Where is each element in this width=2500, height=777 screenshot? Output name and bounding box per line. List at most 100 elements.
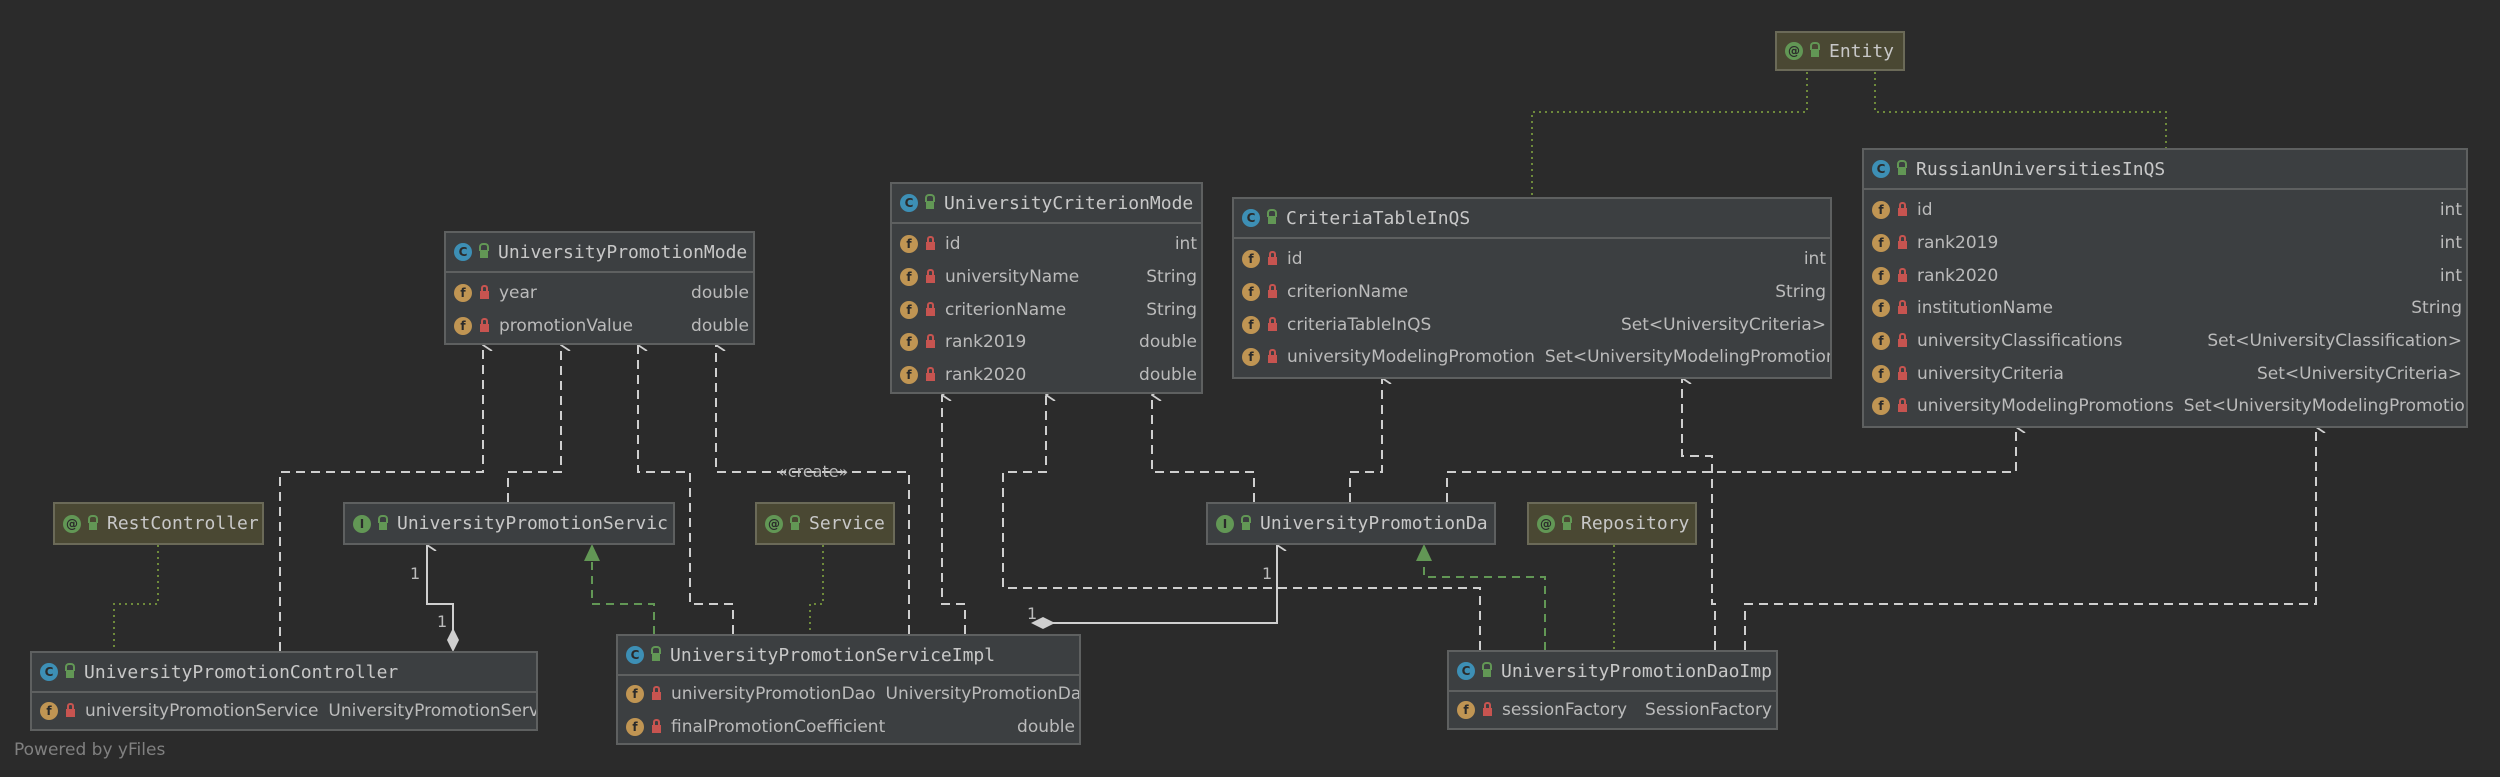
- node-rest-controller[interactable]: @ RestController: [53, 502, 264, 545]
- node-header: C UniversityCriterionMode: [892, 184, 1201, 224]
- private-icon: [652, 686, 661, 701]
- node-title: UniversityPromotionDaoImp: [1501, 660, 1772, 682]
- field-row: f id int: [1234, 243, 1830, 276]
- interface-icon: I: [353, 514, 371, 533]
- edge-dao-criterionmodel: [1151, 395, 1255, 502]
- field-name: universityCriteria: [1917, 363, 2064, 384]
- field-icon: f: [626, 718, 644, 737]
- field-type: double: [1017, 717, 1075, 738]
- node-header: @ Repository: [1529, 504, 1695, 543]
- field-type: int: [2439, 233, 2462, 254]
- field-icon: f: [900, 333, 918, 352]
- private-icon: [1898, 267, 1907, 282]
- private-icon: [926, 367, 935, 382]
- private-icon: [1898, 398, 1907, 413]
- edge-serviceimpl-dao-association: [1040, 545, 1277, 624]
- node-title: Service: [809, 513, 885, 534]
- public-icon: [1897, 160, 1907, 175]
- field-type: Set<UniversityCriteria>: [2257, 363, 2462, 384]
- realization-edges: [591, 556, 1546, 650]
- field-name: universityName: [945, 267, 1080, 288]
- public-icon: [378, 514, 388, 530]
- public-icon: [1810, 42, 1820, 57]
- node-repository[interactable]: @ Repository: [1527, 502, 1697, 545]
- node-header: C RussianUniversitiesInQS: [1864, 150, 2466, 190]
- edge-serviceimpl-criterionmodel: [941, 395, 966, 634]
- node-header: C CriteriaTableInQS: [1234, 199, 1830, 239]
- field-icon: f: [1872, 397, 1890, 416]
- field-name: rank2019: [945, 332, 1027, 353]
- node-university-promotion-service[interactable]: I UniversityPromotionServic: [343, 502, 675, 545]
- node-entity[interactable]: @ Entity: [1775, 31, 1905, 71]
- field-list: f universityPromotionDao UniversityPromoti…: [618, 676, 1081, 743]
- field-row: f rank2019 double: [892, 326, 1201, 359]
- field-icon: f: [1242, 250, 1260, 269]
- field-type: Set<UniversityModelingPromotion>: [1544, 347, 1832, 368]
- field-type: double: [691, 316, 749, 337]
- edge-servicei-promotionmodel-2: [507, 345, 561, 502]
- field-name: universityPromotionDao: [671, 684, 876, 705]
- private-icon: [1268, 349, 1277, 364]
- public-icon: [1562, 514, 1572, 530]
- field-name: id: [1287, 249, 1303, 270]
- field-type: int: [2439, 265, 2462, 286]
- node-title: UniversityPromotionMode: [498, 241, 748, 263]
- composition-diamond: [447, 628, 459, 652]
- field-icon: f: [1242, 283, 1260, 302]
- edge-controller-service-association: [426, 545, 454, 634]
- field-name: rank2020: [945, 365, 1027, 386]
- edge-daoimpl-implements-dao: [1423, 556, 1546, 650]
- field-type: int: [1803, 249, 1826, 270]
- field-icon: f: [900, 366, 918, 385]
- annotation-icon: @: [63, 514, 81, 533]
- private-icon: [1898, 300, 1907, 315]
- powered-by-label: Powered by yFiles: [14, 740, 166, 760]
- node-title: RestController: [107, 513, 259, 534]
- field-type: double: [1139, 332, 1197, 353]
- node-title: UniversityPromotionServiceImpl: [670, 644, 996, 666]
- dependency-edges: [279, 345, 2316, 651]
- edge-serviceimpl-implements-service: [591, 556, 655, 634]
- node-university-promotion-dao[interactable]: I UniversityPromotionDa: [1206, 502, 1496, 545]
- field-name: rank2019: [1917, 233, 1999, 254]
- node-service-annotation[interactable]: @ Service: [755, 502, 895, 545]
- field-type: UniversityPromotionDao: [885, 684, 1081, 705]
- field-name: sessionFactory: [1502, 700, 1628, 721]
- edge-dao-criteriatable: [1349, 378, 1382, 502]
- node-header: @ RestController: [55, 504, 262, 543]
- field-icon: f: [40, 702, 58, 721]
- edge-entity-russian: [1874, 66, 2167, 148]
- class-icon: C: [1242, 209, 1260, 227]
- field-icon: f: [454, 317, 472, 336]
- edge-service-serviceimpl: [809, 545, 824, 634]
- annotation-icon: @: [765, 514, 783, 533]
- annotation-edges: [113, 66, 2167, 651]
- field-icon: f: [900, 268, 918, 287]
- private-icon: [926, 301, 935, 316]
- field-name: universityClassifications: [1917, 331, 2123, 352]
- private-icon: [1898, 202, 1907, 217]
- interface-icon: I: [1216, 514, 1234, 533]
- association-edges: [426, 545, 1277, 634]
- private-icon: [1268, 316, 1277, 331]
- field-type: String: [1146, 299, 1197, 320]
